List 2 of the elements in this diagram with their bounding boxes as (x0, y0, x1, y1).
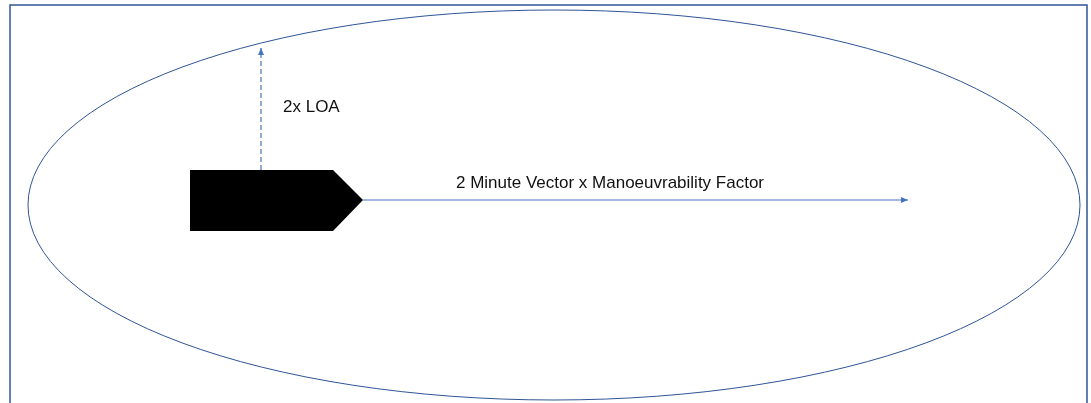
dimension-label: 2 Minute Vector x Manoeuvrability Factor (456, 173, 765, 193)
dimension-label: 2x LOA (283, 97, 340, 117)
